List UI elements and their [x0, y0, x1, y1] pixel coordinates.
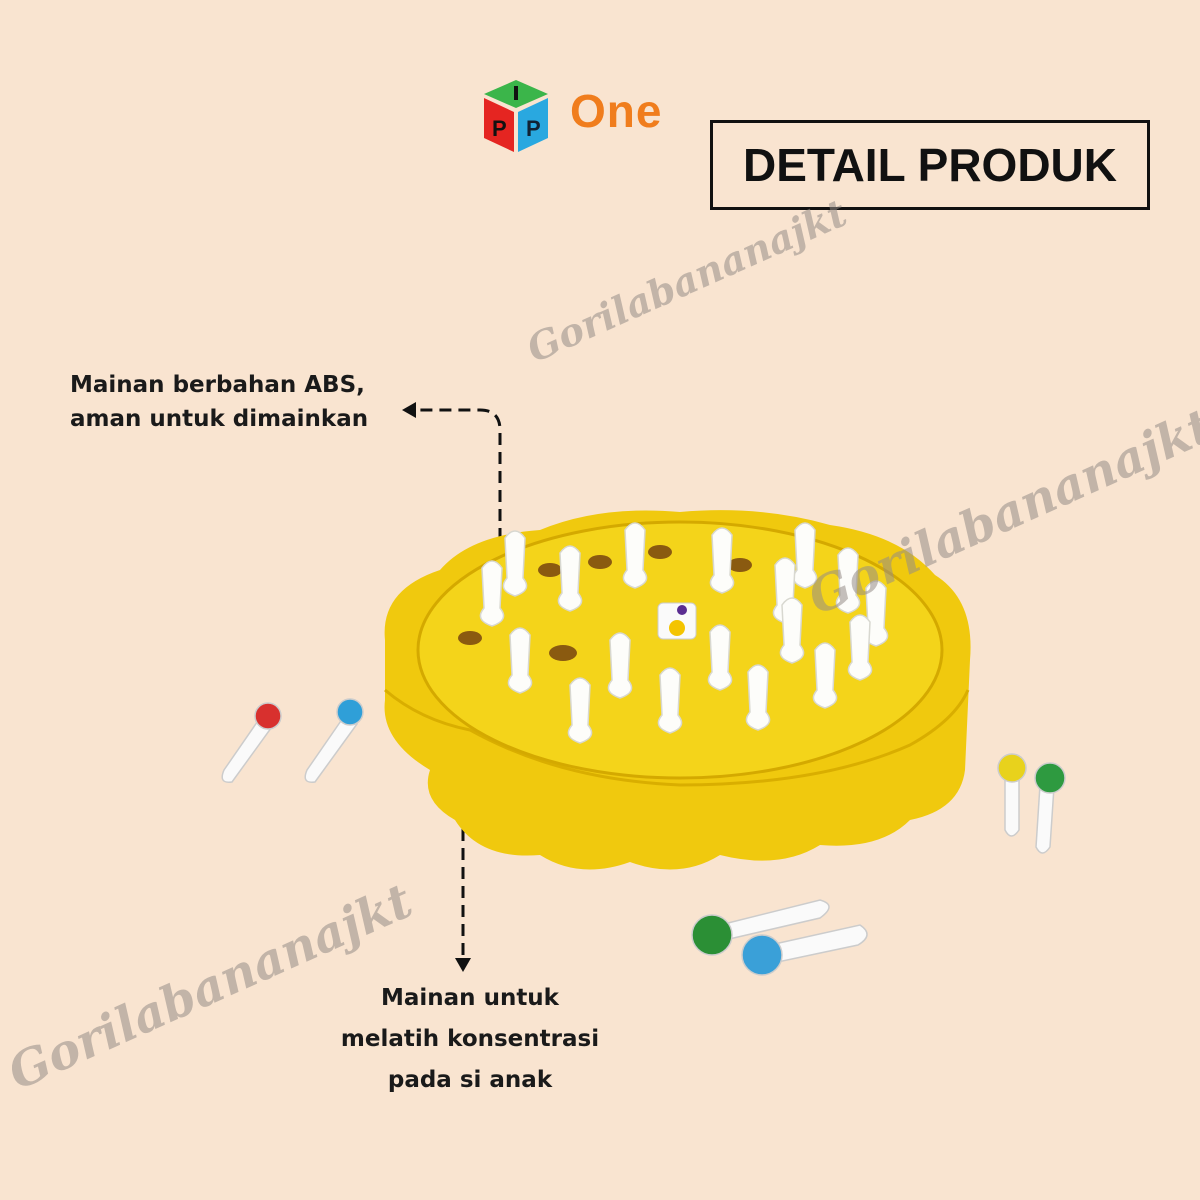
arrow-top	[410, 408, 502, 540]
loose-pegs	[221, 698, 1066, 976]
purpose-annotation: Mainan untuk melatih konsentrasi pada si…	[330, 978, 610, 1101]
board	[384, 510, 971, 870]
purpose-line-3: pada si anak	[387, 1067, 553, 1093]
arrow-head-down-icon	[455, 958, 471, 972]
ipp-logo-icon: P P	[484, 80, 548, 152]
logo-text: One	[570, 85, 663, 137]
purpose-line-2: melatih konsentrasi	[340, 1026, 600, 1052]
page-title: DETAIL PRODUK	[743, 139, 1117, 191]
arrow-head-left-icon	[402, 402, 416, 418]
purpose-line-1: Mainan untuk	[381, 985, 559, 1011]
svg-text:P: P	[492, 116, 507, 141]
title-box: DETAIL PRODUK	[710, 120, 1150, 210]
svg-text:P: P	[526, 116, 541, 141]
material-line-1: Mainan berbahan ABS,	[70, 372, 365, 398]
material-annotation: Mainan berbahan ABS, aman untuk dimainka…	[70, 368, 368, 436]
material-line-2: aman untuk dimainkan	[70, 406, 369, 432]
